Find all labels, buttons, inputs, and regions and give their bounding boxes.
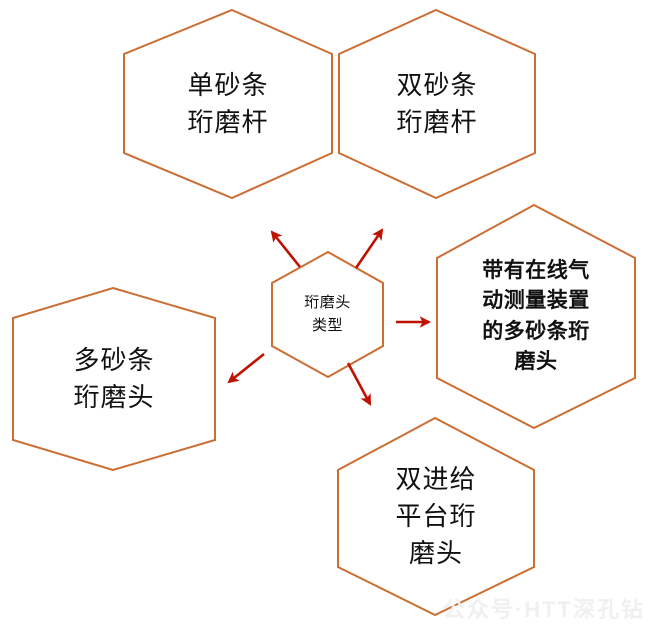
hexagon-pneumatic-measuring-multi-stone-hone-head[interactable] (436, 203, 636, 430)
arrow-to-left (227, 352, 265, 384)
hexagon-center-hone-head-type[interactable] (271, 250, 384, 379)
arrow-to-bottom-right (346, 362, 372, 406)
hexagon-single-stone-hone-rod[interactable] (123, 8, 333, 200)
hexagon-multi-stone-hone-head[interactable] (12, 286, 216, 472)
hexagon-dual-feed-platform-hone-head[interactable] (337, 416, 535, 617)
arrow-to-top-left (270, 230, 302, 268)
arrow-to-top-right (354, 228, 384, 269)
hexagon-double-stone-hone-rod[interactable] (338, 8, 536, 200)
